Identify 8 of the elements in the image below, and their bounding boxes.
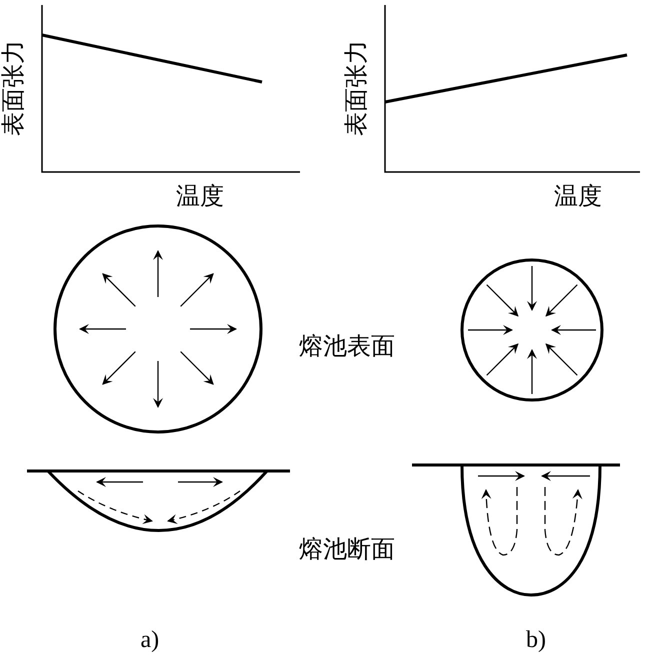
x-axis-label: 温度 [554, 185, 602, 209]
y-axis-label: 表面张力 [2, 40, 26, 136]
y-axis-label: 表面张力 [345, 40, 369, 136]
caption-label: 熔池表面 [299, 335, 395, 359]
panel-label: b) [526, 628, 546, 652]
caption-label: 熔池断面 [299, 538, 395, 562]
panel-label: a) [140, 628, 160, 652]
x-axis-label: 温度 [176, 185, 224, 209]
